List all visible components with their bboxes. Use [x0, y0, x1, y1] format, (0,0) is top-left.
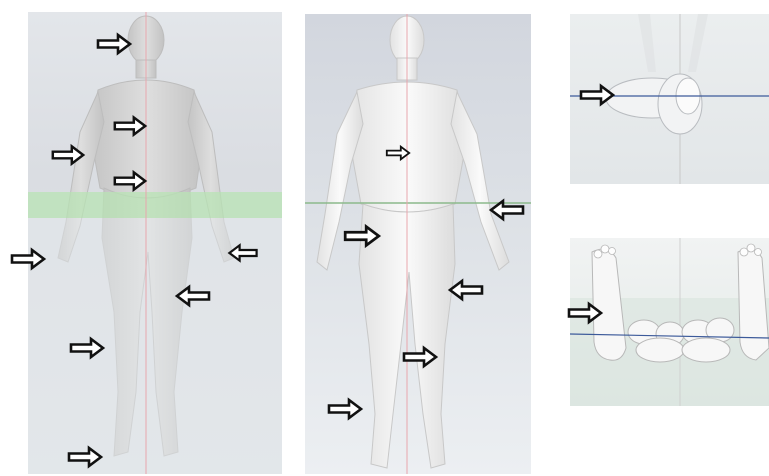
arrow-marker-7 — [177, 287, 209, 305]
arrow-marker-4 — [115, 172, 145, 189]
arrow-marker-8 — [71, 339, 103, 357]
arrow-marker-10 — [387, 147, 409, 160]
arrow-marker-15 — [329, 400, 361, 418]
arrow-marker-17 — [569, 304, 601, 322]
arrow-marker-14 — [404, 348, 436, 366]
arrow-marker-13 — [450, 281, 482, 299]
arrow-marker-3 — [53, 146, 83, 163]
arrow-marker-11 — [345, 227, 379, 246]
arrow-marker-1 — [98, 35, 130, 53]
arrow-marker-6 — [229, 245, 256, 260]
arrow-marker-16 — [581, 86, 613, 104]
arrow-marker-5 — [12, 250, 44, 268]
arrow-marker-2 — [115, 118, 145, 135]
arrow-marker-12 — [491, 201, 523, 219]
arrow-marker-9 — [69, 448, 101, 466]
